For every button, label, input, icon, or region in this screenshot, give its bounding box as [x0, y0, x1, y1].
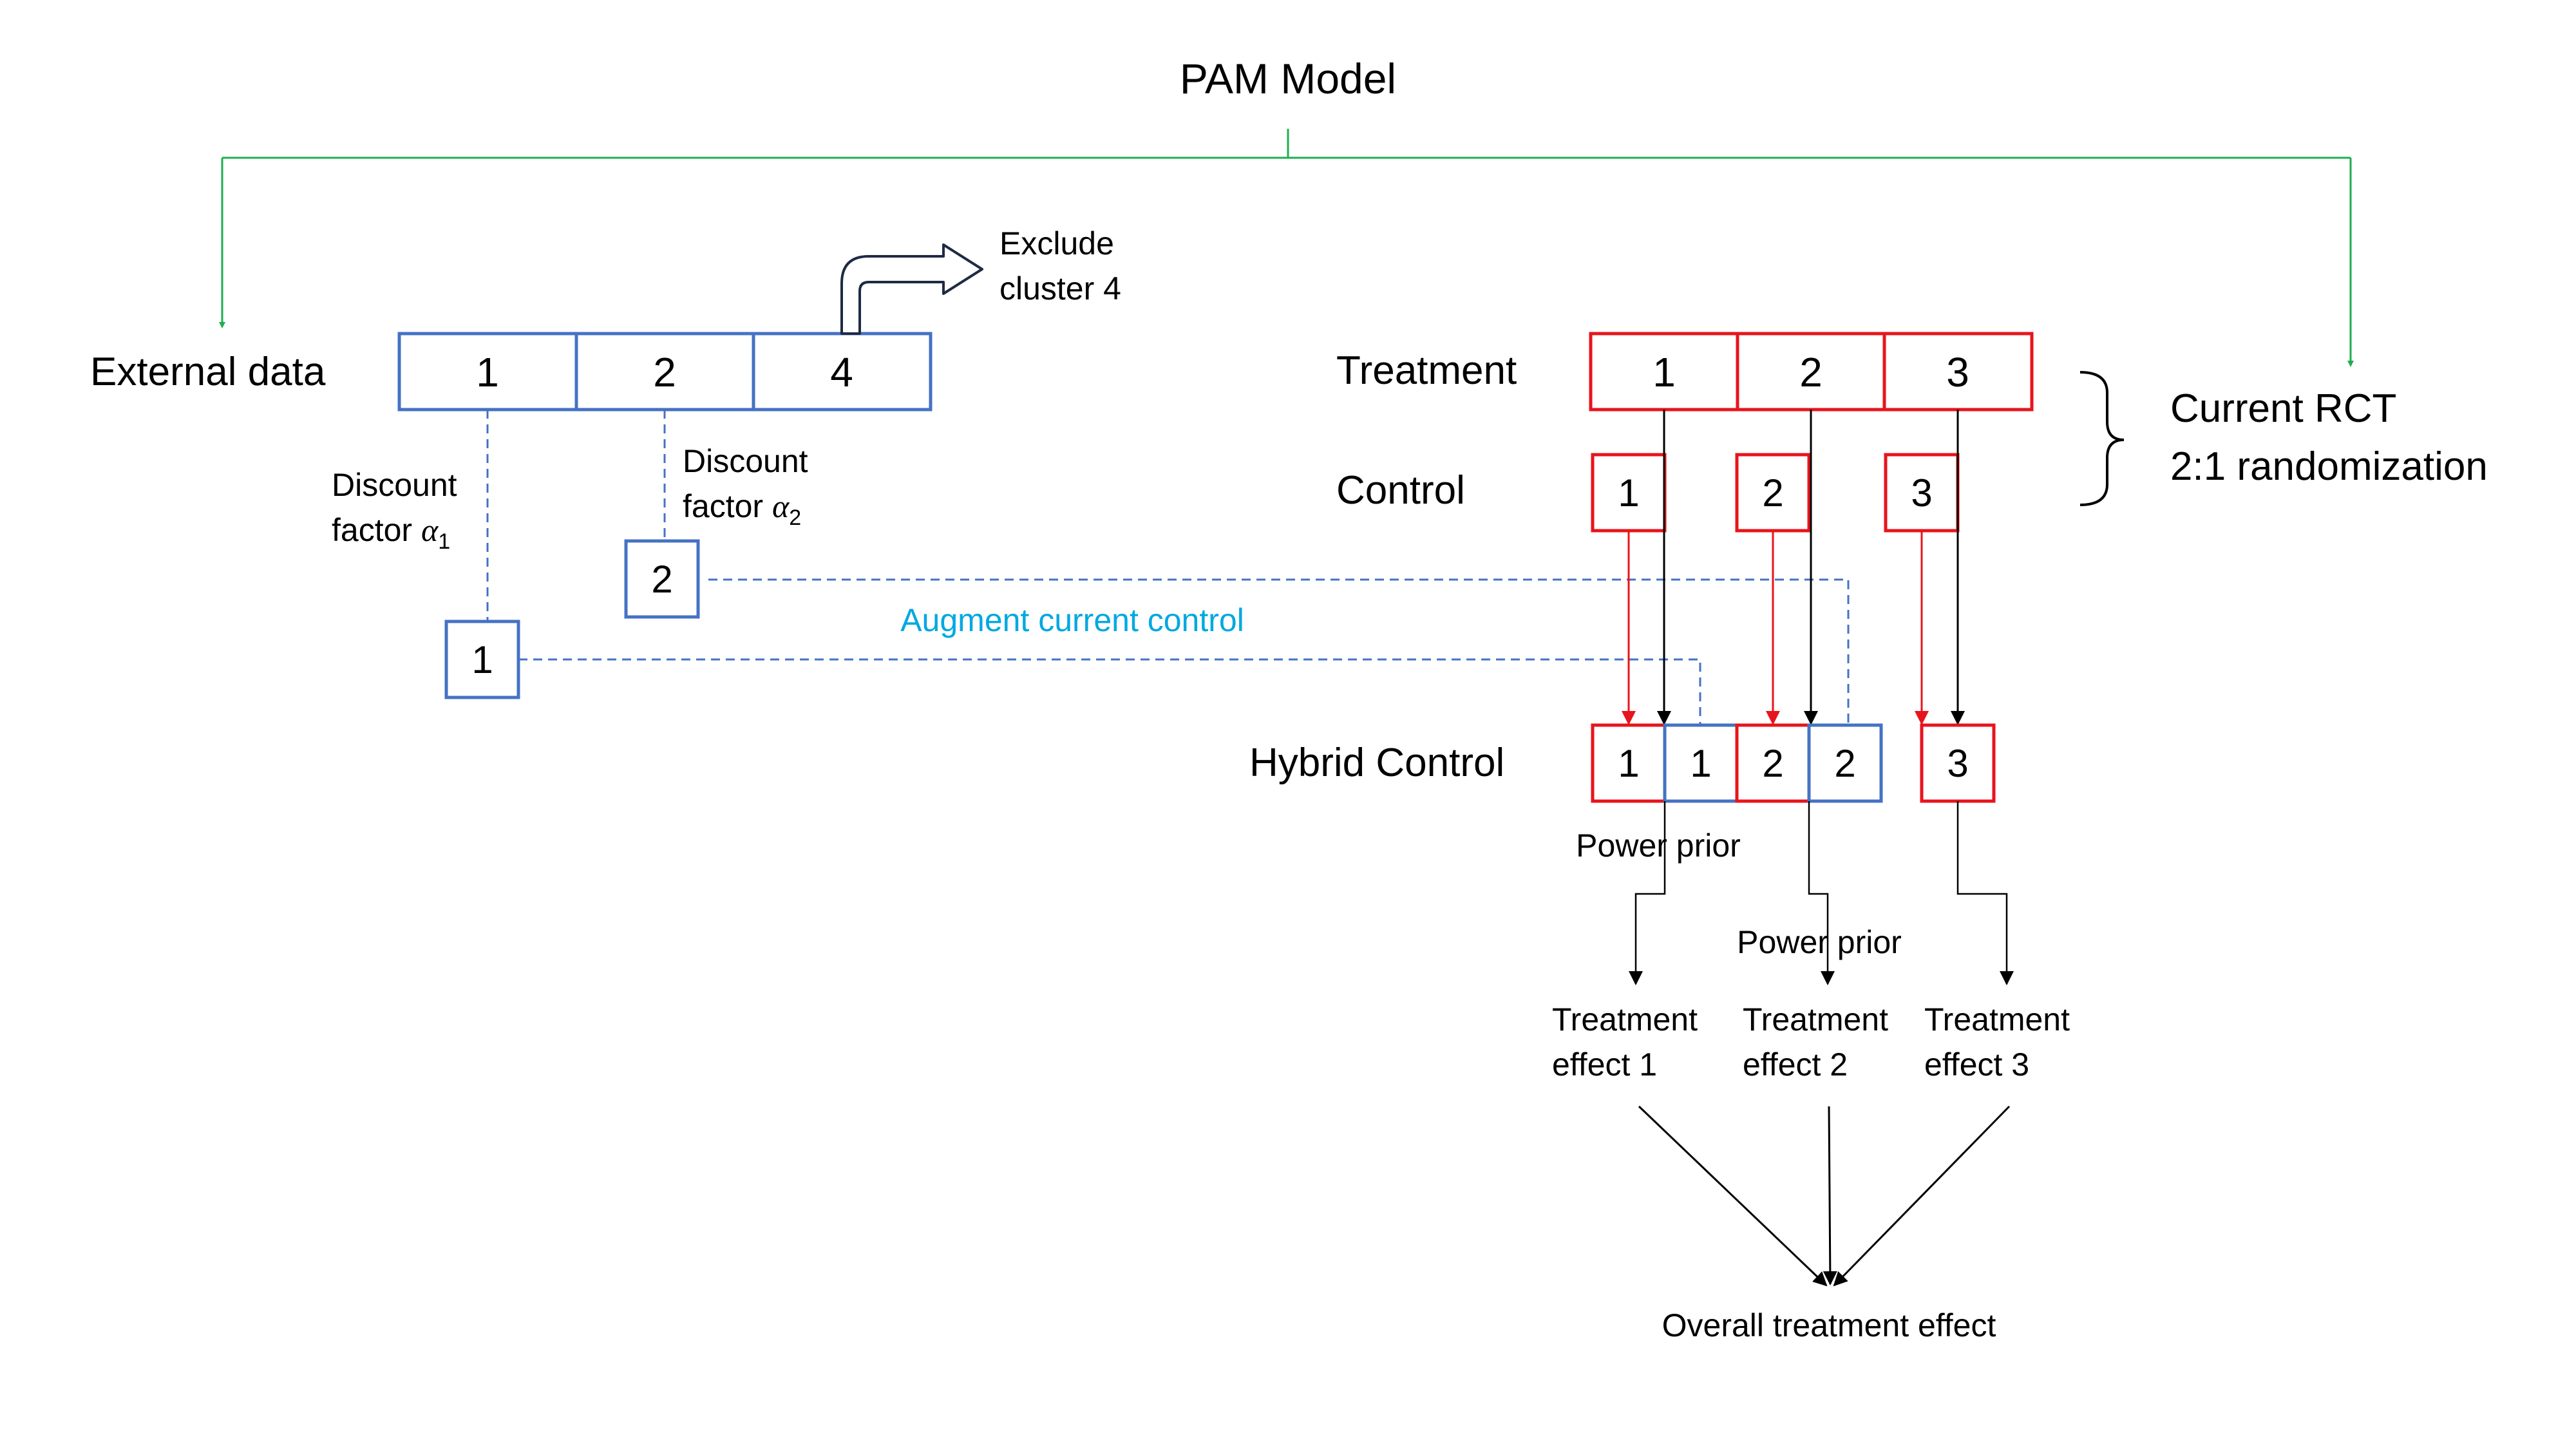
control-clusters: 1 2 3 — [1591, 453, 1960, 533]
discount-factor-2-line1: Discount — [683, 443, 808, 479]
external-cluster-1: 1 — [476, 349, 499, 395]
power-prior-label-1: Power prior — [1576, 828, 1741, 864]
weighted-external-box-2 — [624, 539, 700, 619]
treatment-effect-3-line2: effect 3 — [1924, 1046, 2029, 1083]
hybrid-cell-3-current: 3 — [1947, 742, 1968, 785]
discount-dashed-connectors — [486, 410, 1850, 725]
discount-factor-1-line2: factor α1 — [332, 512, 450, 554]
treatment-effect-1-line2: effect 1 — [1552, 1046, 1657, 1083]
hybrid-control-cells: 1 1 2 2 3 — [1591, 723, 1996, 803]
power-prior-label-2: Power prior — [1737, 924, 1902, 960]
control-label: Control — [1336, 468, 1465, 513]
weighted-external-1: 1 — [471, 638, 493, 681]
external-cluster-2: 2 — [653, 349, 676, 395]
rct-brace — [2079, 371, 2125, 506]
treatment-clusters: 1 2 3 — [1589, 332, 2034, 412]
treatment-cluster-3: 3 — [1946, 349, 1969, 395]
randomization-label: 2:1 randomization — [2170, 444, 2488, 489]
diagram-title: PAM Model — [1180, 55, 1396, 102]
current-rct-label: Current RCT — [2170, 386, 2396, 431]
treatment-to-hybrid-arrows — [1657, 410, 1965, 725]
control-cluster-1: 1 — [1618, 471, 1639, 515]
discount-factor-2-line2: factor α2 — [683, 488, 801, 530]
control-cluster-3: 3 — [1911, 471, 1932, 515]
hybrid-cell-2-current: 2 — [1762, 742, 1783, 785]
treatment-effect-1-line1: Treatment — [1552, 1001, 1698, 1037]
hybrid-control-label: Hybrid Control — [1249, 741, 1504, 785]
overall-treatment-effect-label: Overall treatment effect — [1662, 1307, 1996, 1343]
treatment-effect-2-line1: Treatment — [1743, 1001, 1888, 1037]
discount-factor-1-line1: Discount — [332, 467, 457, 503]
weighted-external-2: 2 — [651, 558, 672, 601]
external-data-label: External data — [90, 350, 326, 394]
hybrid-cell-1-current: 1 — [1618, 742, 1639, 785]
treatment-effect-3-line1: Treatment — [1924, 1001, 2070, 1037]
hybrid-cell-2-external: 2 — [1834, 742, 1855, 785]
exclude-label-line1: Exclude — [999, 225, 1114, 261]
treatment-label: Treatment — [1336, 348, 1517, 393]
overall-effect-arrows — [1638, 1105, 2011, 1287]
treatment-cluster-1: 1 — [1653, 349, 1676, 395]
treatment-effect-2-line2: effect 2 — [1743, 1046, 1848, 1083]
external-clusters: 1 2 4 — [397, 332, 933, 412]
model-branch-connector — [219, 129, 2354, 367]
external-cluster-4: 4 — [830, 349, 853, 395]
power-prior-connectors — [1629, 801, 2014, 985]
exclude-label-line2: cluster 4 — [999, 270, 1121, 307]
exclude-arrow-icon — [840, 243, 983, 335]
control-cluster-2: 2 — [1762, 471, 1783, 515]
treatment-cluster-2: 2 — [1799, 349, 1823, 395]
weighted-external-box-1 — [444, 620, 520, 699]
control-to-hybrid-arrows — [1622, 531, 1929, 725]
hybrid-cell-1-external: 1 — [1690, 742, 1711, 785]
augment-current-control-label: Augment current control — [900, 602, 1244, 638]
